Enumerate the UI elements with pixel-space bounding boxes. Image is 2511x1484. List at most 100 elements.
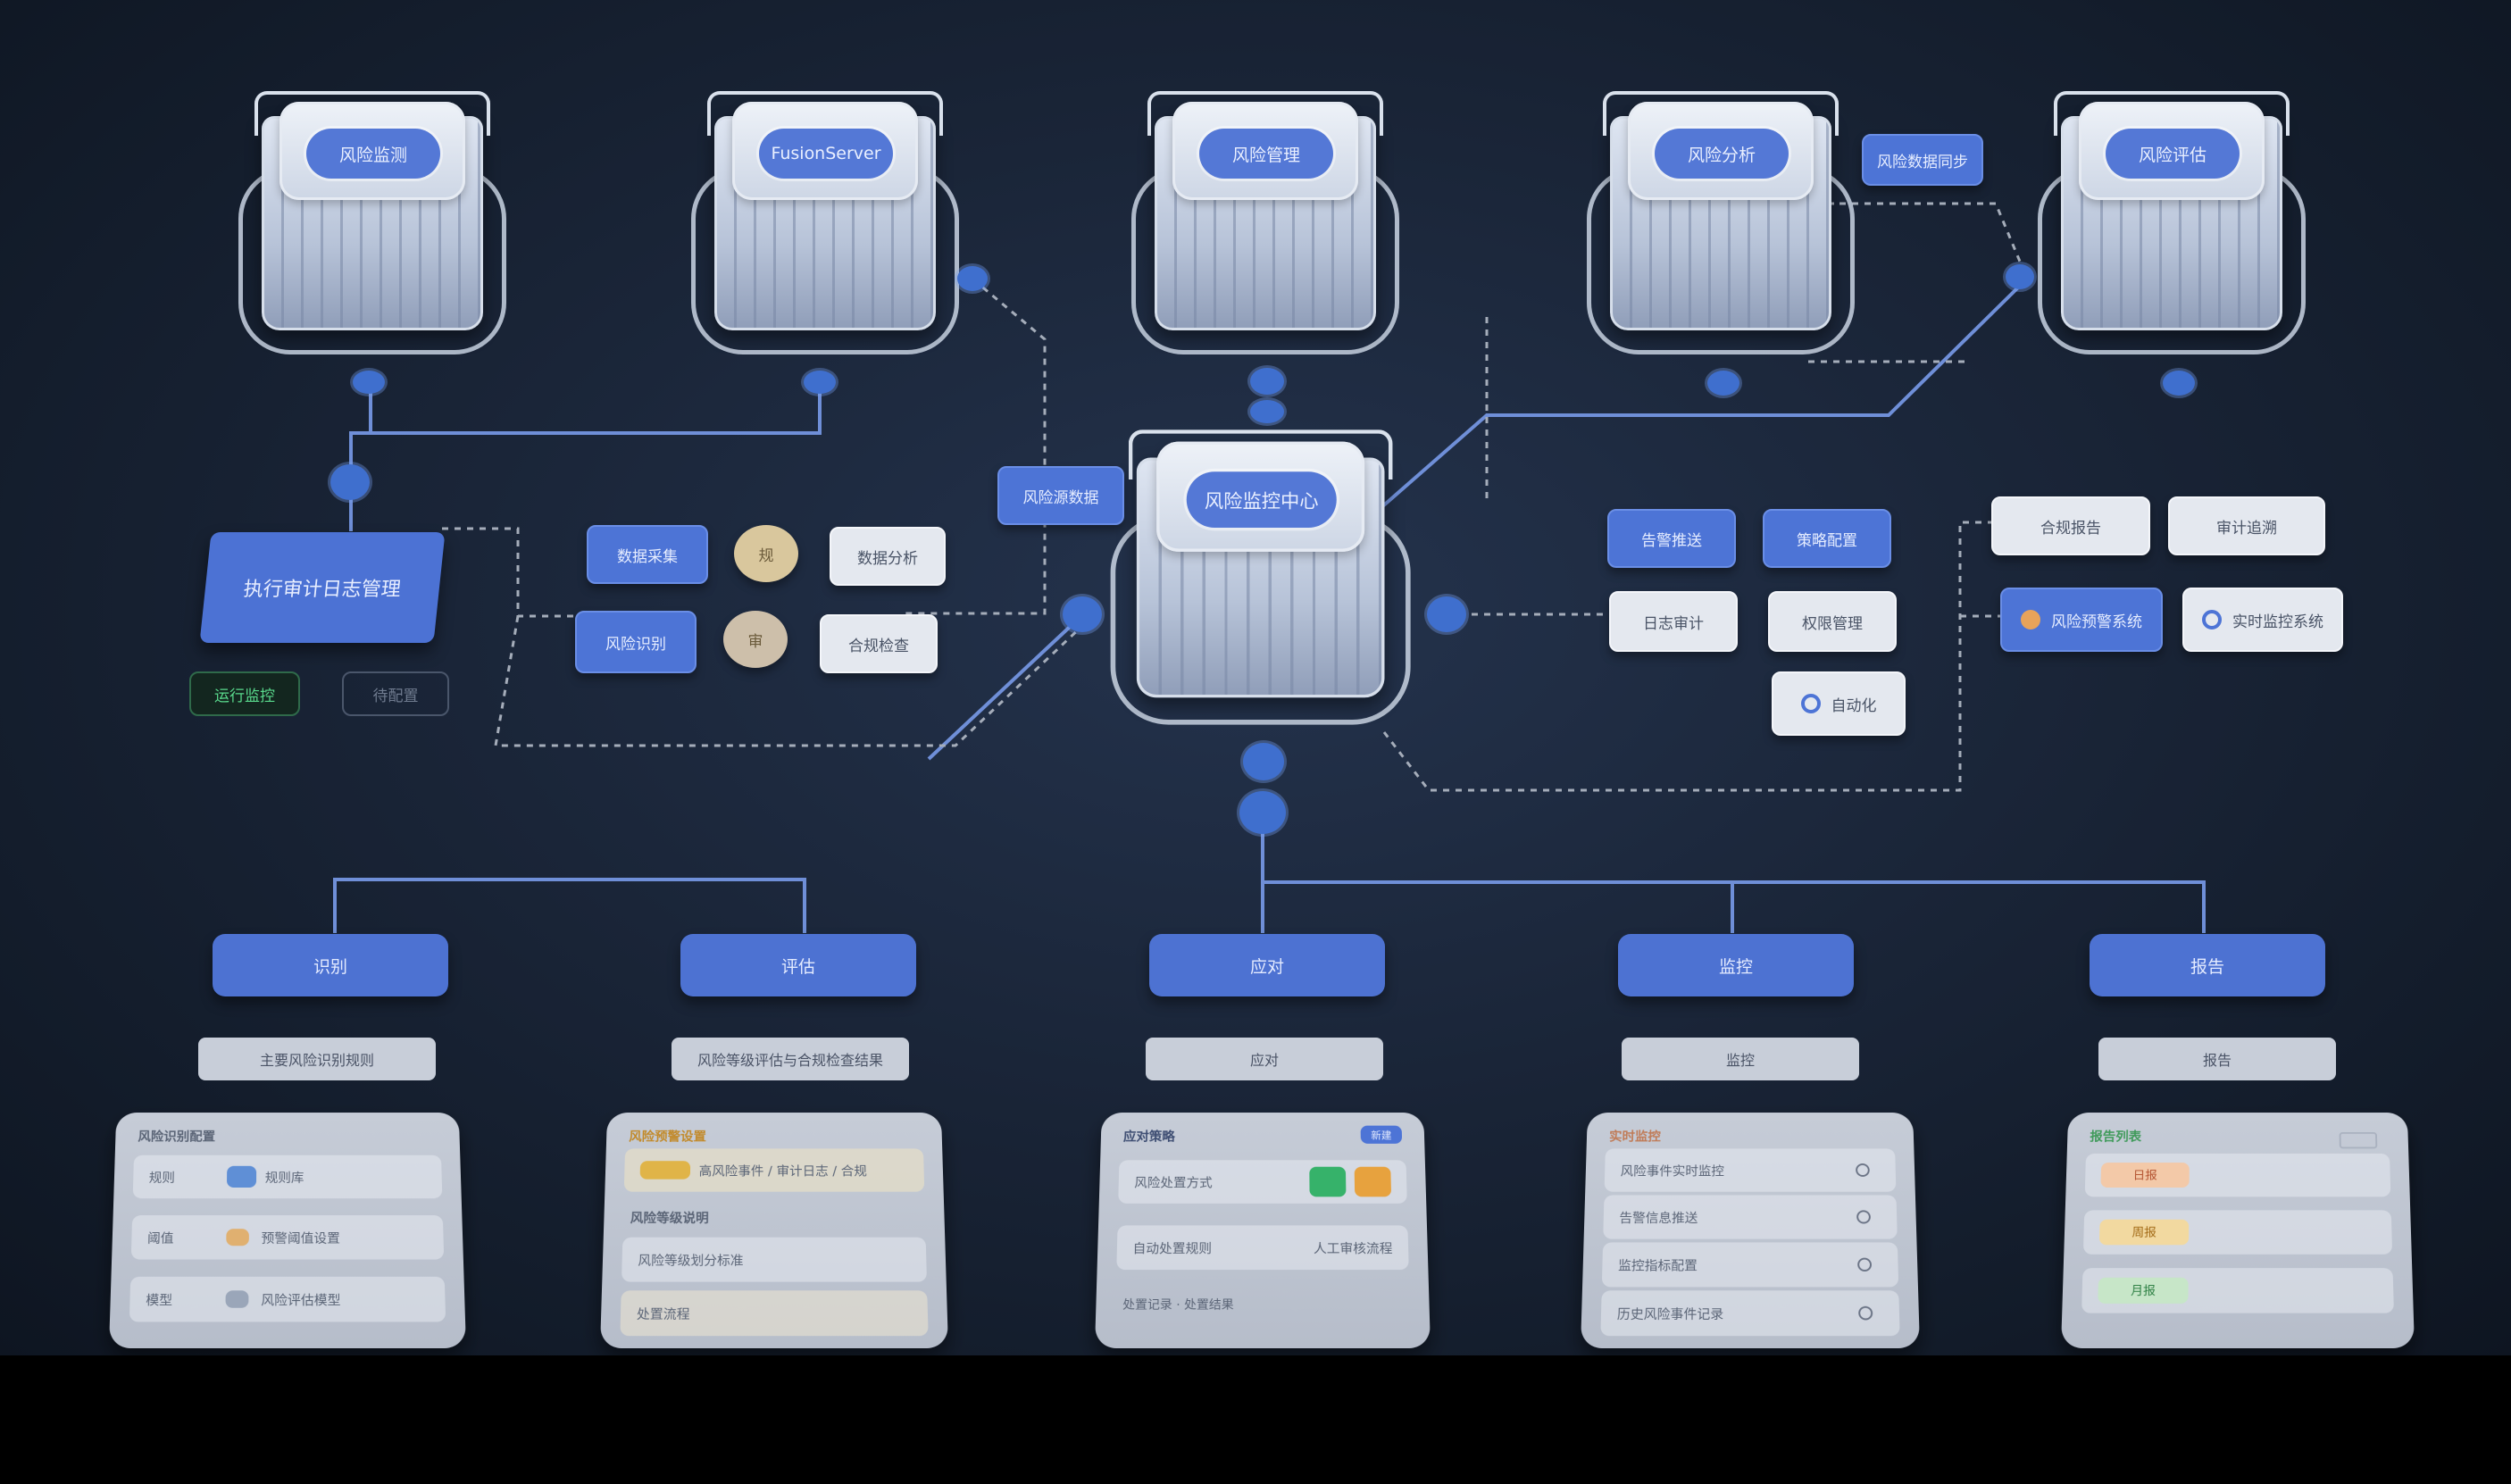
badge-audit[interactable]: 审 (723, 611, 788, 668)
connector-dot[interactable] (2006, 264, 2034, 289)
report-row[interactable]: 日报 (2084, 1153, 2391, 1197)
panel-identify: 风险识别配置 规则 规则库 阈值 预警阈值设置 模型 风险评估模型 (109, 1113, 466, 1348)
server-label: 风险监测 (306, 129, 440, 179)
monitor-system-label: 实时监控系统 (2232, 613, 2323, 631)
connector-dot[interactable] (1243, 743, 1284, 780)
panel-row[interactable]: 自动处置规则 人工审核流程 (1116, 1225, 1409, 1271)
panel-row[interactable]: 规则 规则库 (132, 1155, 443, 1199)
server-4[interactable]: 风险分析 (1587, 82, 1855, 354)
connector-dot[interactable] (1239, 791, 1286, 834)
warning-system-label: 风险预警系统 (2051, 613, 2142, 631)
server-center[interactable]: 风险监控中心 (1110, 420, 1411, 725)
audit-main-block[interactable]: 执行审计日志管理 (199, 532, 446, 643)
report-row[interactable]: 月报 (2081, 1268, 2394, 1313)
panel-highlight[interactable]: 高风险事件 / 审计日志 / 合规 (623, 1148, 925, 1192)
panel-title: 实时监控 (1608, 1129, 1662, 1144)
server-rails (707, 91, 943, 136)
panel-row[interactable]: 风险事件实时监控 (1604, 1148, 1897, 1192)
automation-chip[interactable]: 自动化 (1772, 671, 1906, 736)
connector-dot[interactable] (1427, 596, 1466, 632)
monitor-system-chip[interactable]: 实时监控系统 (2182, 588, 2343, 652)
panel-row[interactable]: 历史风险事件记录 (1600, 1290, 1900, 1337)
toggle-icon[interactable] (2339, 1131, 2378, 1149)
panel-row[interactable]: 阈值 预警阈值设置 (130, 1215, 445, 1260)
row-label: 阈值 (146, 1230, 174, 1246)
warning-system-chip[interactable]: 风险预警系统 (2000, 588, 2163, 652)
status-inactive-chip[interactable]: 待配置 (342, 671, 449, 716)
wire-bus-left (333, 878, 806, 933)
dash-tag-server (1839, 202, 2024, 269)
right-blue-chip-1[interactable]: 告警推送 (1607, 509, 1736, 568)
status-active-chip[interactable]: 运行监控 (189, 671, 300, 716)
subtab-monitor[interactable]: 监控 (1622, 1038, 1859, 1080)
daily-report-pill: 日报 (2100, 1163, 2190, 1188)
subtab-report[interactable]: 报告 (2098, 1038, 2336, 1080)
panel-row[interactable]: 处置流程 (620, 1290, 929, 1337)
badge-rule[interactable]: 规 (734, 525, 798, 582)
wire-center-right (1378, 284, 2022, 511)
panel-row[interactable]: 风险等级划分标准 (621, 1237, 927, 1282)
tab-monitor[interactable]: 监控 (1618, 934, 1854, 996)
approve-icon[interactable] (1309, 1166, 1347, 1197)
right-white-chip-1[interactable]: 日志审计 (1609, 591, 1738, 652)
connector-dot[interactable] (353, 371, 385, 394)
server-2[interactable]: FusionServer (691, 82, 959, 354)
panel-title: 报告列表 (2090, 1129, 2142, 1144)
report-row[interactable]: 周报 (2082, 1210, 2393, 1255)
panel-row[interactable]: 监控指标配置 (1601, 1242, 1899, 1288)
connector-dot[interactable] (1063, 596, 1102, 632)
connector-dot[interactable] (330, 464, 370, 500)
tab-respond[interactable]: 应对 (1149, 934, 1385, 996)
connector-dot[interactable] (1707, 371, 1739, 396)
connector-dot[interactable] (804, 371, 836, 394)
server-rails (1603, 91, 1839, 136)
tab-identify[interactable]: 识别 (213, 934, 448, 996)
right-blue-chip-2[interactable]: 策略配置 (1763, 509, 1891, 568)
server-1[interactable]: 风险监测 (238, 82, 506, 354)
tab-assess[interactable]: 评估 (680, 934, 916, 996)
row-text: 历史风险事件记录 (1616, 1305, 1724, 1321)
row-text: 监控指标配置 (1617, 1257, 1698, 1273)
connector-dot[interactable] (2163, 371, 2195, 396)
server-label: 风险监控中心 (1186, 471, 1337, 528)
connector-dot[interactable] (957, 266, 988, 291)
server-label: 风险管理 (1199, 129, 1333, 179)
row-detail: 预警阈值设置 (261, 1230, 340, 1246)
white-chip-1[interactable]: 数据分析 (830, 527, 946, 586)
blue-chip-2[interactable]: 风险识别 (575, 611, 697, 673)
highlight-icon (639, 1161, 691, 1180)
wire-server2-block (351, 382, 822, 435)
subtab-respond[interactable]: 应对 (1146, 1038, 1383, 1080)
risk-source-chip[interactable]: 风险源数据 (997, 466, 1124, 525)
dash-center-bottom (1382, 521, 1991, 792)
server-3[interactable]: 风险管理 (1131, 82, 1399, 354)
warning-icon (2021, 610, 2040, 629)
server-rails (2054, 91, 2290, 136)
new-badge[interactable]: 新建 (1360, 1125, 1403, 1144)
server-5[interactable]: 风险评估 (2038, 82, 2306, 354)
panel-footer: 处置记录 · 处置结果 (1122, 1298, 1234, 1313)
subtab-assess[interactable]: 风险等级评估与合规检查结果 (672, 1038, 909, 1080)
subtab-identify[interactable]: 主要风险识别规则 (198, 1038, 436, 1080)
blue-chip-1[interactable]: 数据采集 (587, 525, 708, 584)
panel-row[interactable]: 告警信息推送 (1603, 1195, 1898, 1239)
report-chip[interactable]: 合规报告 (1991, 496, 2150, 555)
monthly-report-pill: 月报 (2098, 1277, 2189, 1304)
monitor-icon (2202, 610, 2222, 629)
panel-section: 风险等级说明 (630, 1210, 709, 1226)
pending-icon[interactable] (1354, 1166, 1392, 1197)
panel-row[interactable]: 模型 风险评估模型 (129, 1276, 446, 1322)
right-white-chip-2[interactable]: 权限管理 (1768, 591, 1897, 652)
rule-icon (226, 1165, 257, 1188)
connector-dot[interactable] (1250, 400, 1284, 423)
diagram-stage: 风险监测 FusionServer 风险管理 风险分析 风险评估 风险监控中心 (0, 0, 2511, 1355)
row-text-b: 人工审核流程 (1313, 1240, 1393, 1256)
row-label: 规则 (148, 1169, 176, 1185)
trace-chip[interactable]: 审计追溯 (2168, 496, 2325, 555)
tab-report[interactable]: 报告 (2090, 934, 2325, 996)
white-chip-2[interactable]: 合规检查 (820, 614, 938, 673)
server-rails (1128, 429, 1393, 480)
connector-dot[interactable] (1250, 368, 1284, 395)
panel-row[interactable]: 风险处置方式 (1118, 1160, 1407, 1204)
sync-tag[interactable]: 风险数据同步 (1862, 134, 1983, 186)
